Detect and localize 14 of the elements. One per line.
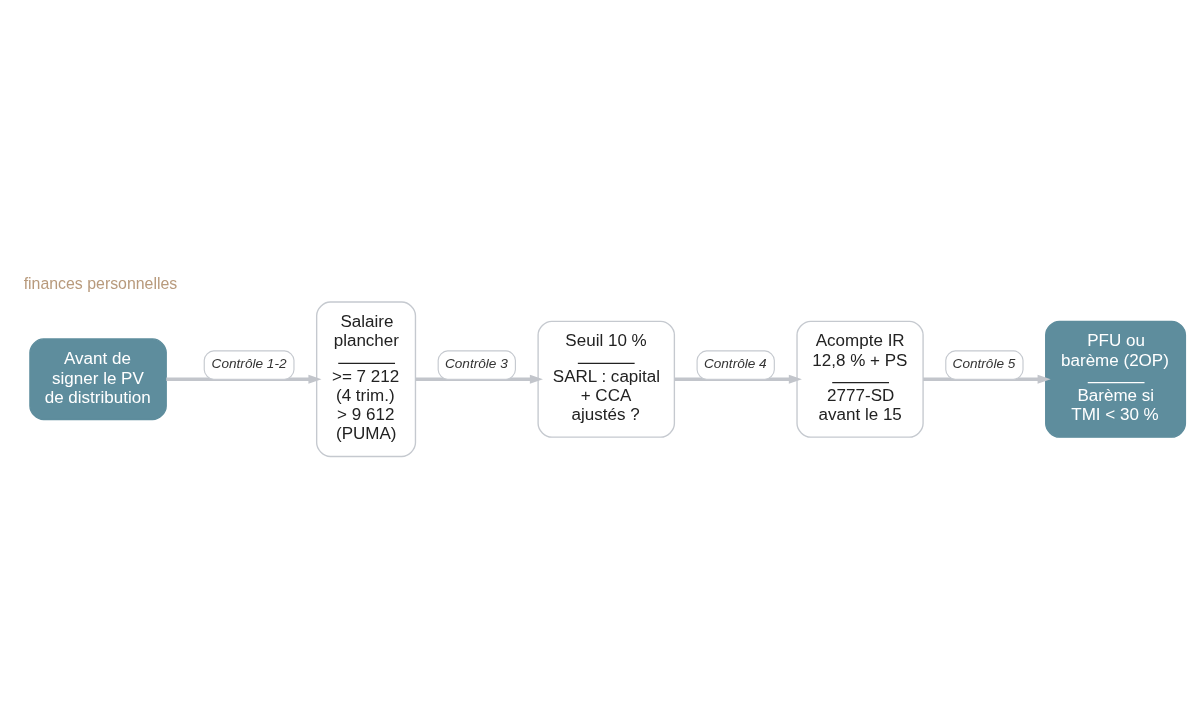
edge-label: Contrôle 5: [952, 355, 1016, 371]
arrow: [674, 374, 802, 384]
label: finances personnelles: [23, 275, 178, 293]
node-box: Salaire plancher >= 7 212 (4 trim.) > 9 612 (PUMA): [316, 301, 417, 458]
node-box: PFU ou barème (2OP) Barème si TMI < 30 %: [1045, 320, 1187, 438]
node-box: Avant de signer le PV de distribution: [29, 338, 167, 421]
edge-label: Contrôle 3: [444, 355, 508, 371]
node-box: Acompte IR 12,8 % + PS 2777-SD avant le 15: [796, 320, 924, 438]
edge-label: Contrôle 1-2: [211, 355, 287, 371]
arrow: [923, 374, 1051, 384]
node-box: Seuil 10 % SARL : capital + CCA ajustés ?: [537, 320, 676, 438]
arrow: [415, 374, 543, 384]
edge-label: Contrôle 4: [703, 355, 767, 371]
arrow: [166, 374, 322, 384]
